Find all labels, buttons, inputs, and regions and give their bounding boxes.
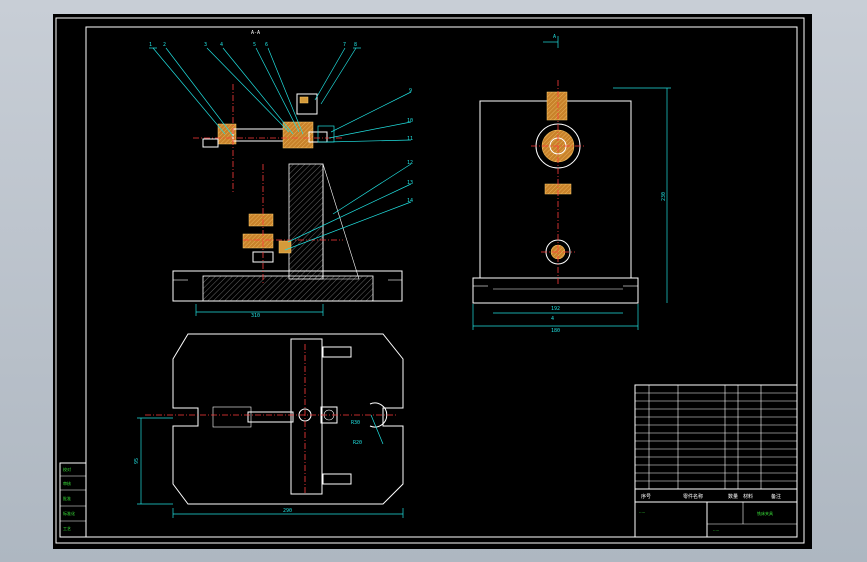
dim-front-width: 310: [251, 313, 260, 319]
leader-14: 14: [407, 198, 413, 204]
drawing-name: 铣床夹具: [757, 510, 773, 516]
header-col-5: 备注: [771, 493, 781, 500]
dim-side-inner: 192: [551, 306, 560, 312]
dim-side-height: 230: [661, 192, 667, 201]
dim-side-width: 180: [551, 328, 560, 334]
stamp-4: 标准化: [63, 510, 75, 516]
header-col-2: 零件名称: [683, 493, 703, 500]
sign-fill: ·····: [639, 510, 645, 515]
dim-plan-r2: R20: [353, 440, 362, 446]
sheet-outer-border: [55, 17, 805, 544]
stamp-1: 校对: [63, 466, 71, 472]
header-col-4: 材料: [743, 493, 753, 500]
header-col-3: 数量: [728, 493, 738, 500]
plan-view: 95 290 R30 R20: [134, 333, 404, 518]
leader-12: 12: [407, 160, 413, 166]
drawing-viewport[interactable]: A-A: [53, 14, 812, 549]
leader-11: 11: [407, 136, 413, 142]
leader-6: 6: [265, 42, 268, 48]
leader-5: 5: [253, 42, 256, 48]
stamp-2: 审核: [63, 480, 71, 486]
header-col-1: 序号: [641, 493, 651, 500]
leader-1: 1: [149, 42, 152, 48]
sheet-inner-border: [85, 26, 798, 538]
stamp-5: 工艺: [63, 526, 71, 531]
leader-lines: [149, 47, 412, 251]
leader-2: 2: [163, 42, 166, 48]
leader-8: 8: [354, 42, 357, 48]
front-section-view: A-A: [149, 30, 413, 319]
dim-plan-width: 290: [283, 508, 292, 514]
side-view: A 230 192 180 4: [472, 34, 671, 334]
dim-side-center: 4: [551, 316, 554, 322]
footer-fill: ·····: [713, 528, 719, 533]
leader-3: 3: [204, 42, 207, 48]
leader-13: 13: [407, 180, 413, 186]
leader-10: 10: [407, 118, 413, 124]
stamp-3: 批准: [63, 495, 71, 501]
dim-plan-height: 95: [134, 458, 140, 464]
leader-9: 9: [409, 88, 412, 94]
dim-plan-r: R30: [351, 420, 360, 426]
title-block: 序号 零件名称 数量 材料 备注 铣床夹具 ····· ·····: [634, 384, 798, 538]
view-arrow-label: A: [553, 34, 556, 40]
cad-drawing: A-A: [55, 17, 805, 544]
left-stamp-block: 校对 审核 批准 标准化 工艺: [59, 462, 87, 538]
leader-4: 4: [220, 42, 223, 48]
leader-7: 7: [343, 42, 346, 48]
section-label: A-A: [251, 30, 260, 36]
